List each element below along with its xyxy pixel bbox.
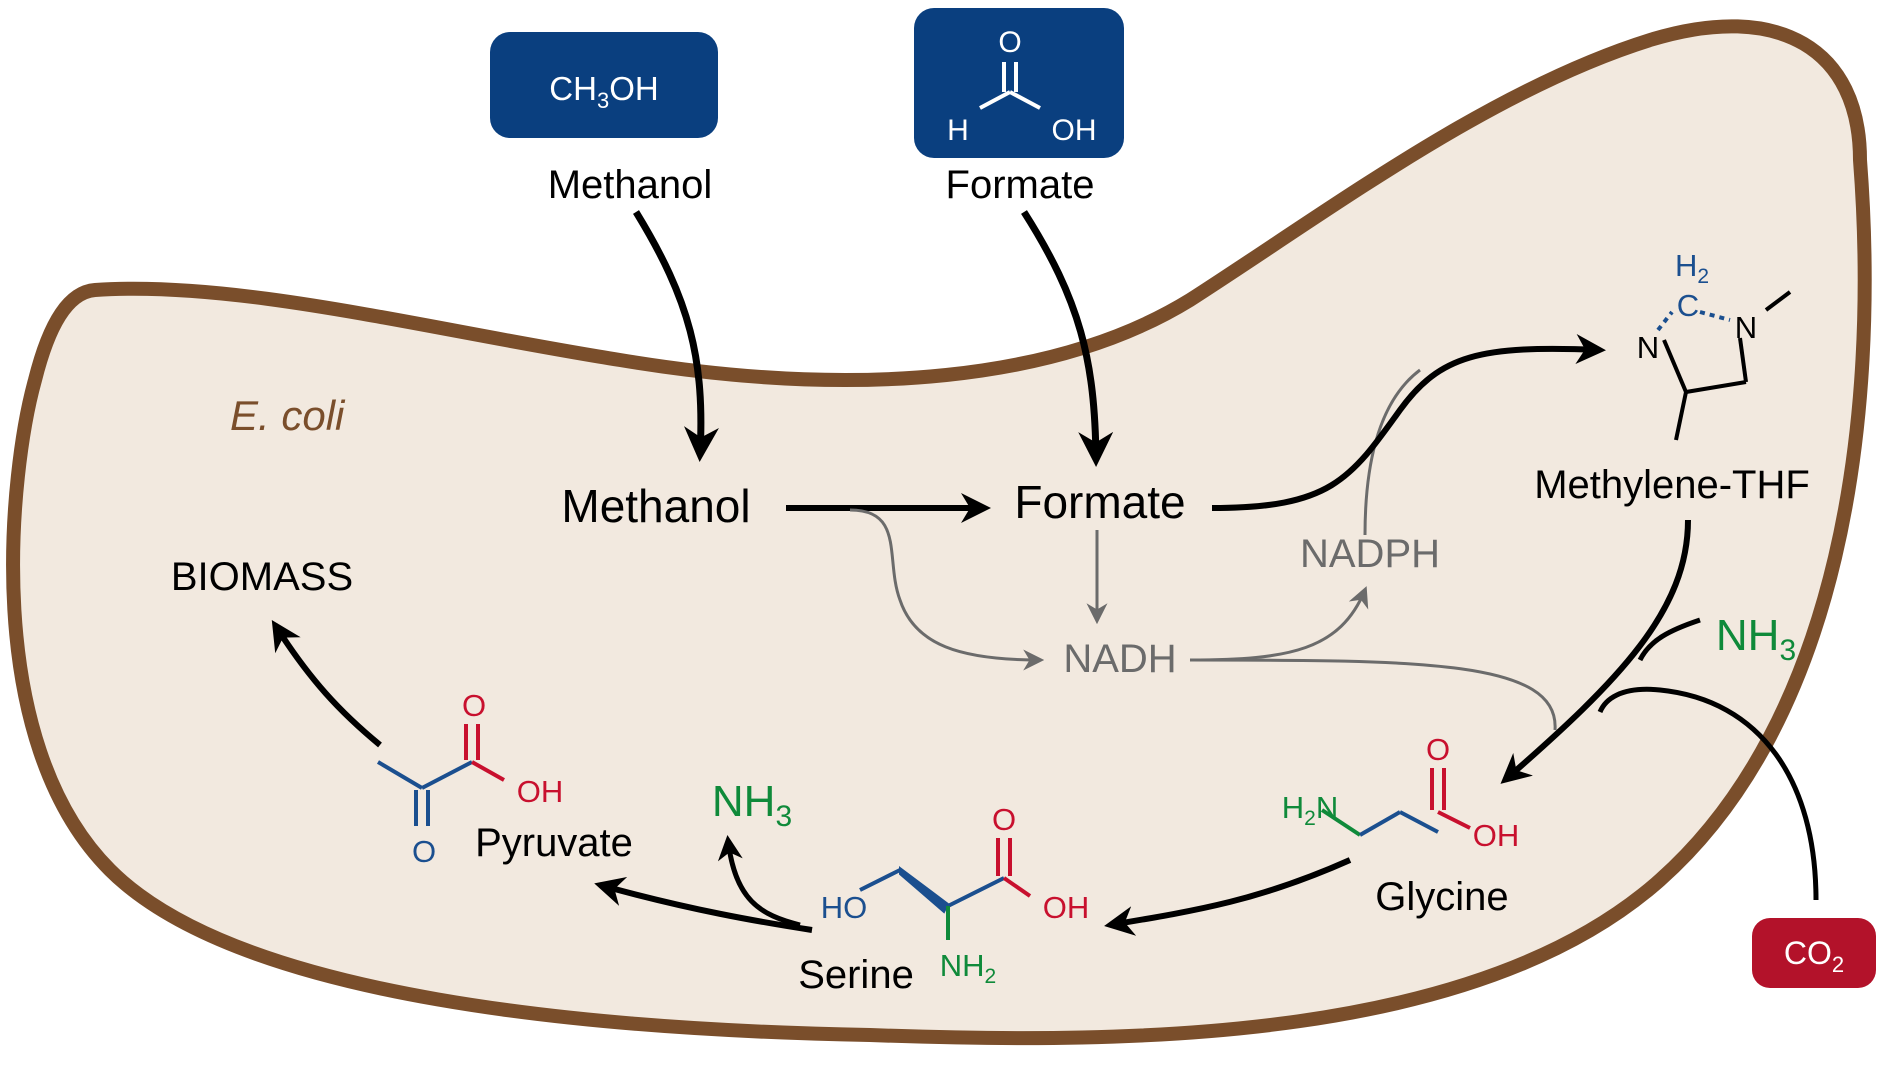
formate-atom-oh: OH xyxy=(1052,114,1097,147)
pyruvate-o-top: O xyxy=(462,688,486,723)
pyruvate-oh: OH xyxy=(517,774,564,809)
formate-formula-box xyxy=(914,8,1124,158)
glycine-to-serine-arrow xyxy=(1104,857,1352,936)
nadph-node: NADPH xyxy=(1300,532,1440,576)
serine-o: O xyxy=(992,802,1016,837)
co2-label: CO2 xyxy=(1784,935,1844,977)
glycine-structure xyxy=(1320,768,1471,837)
formate-atom-h: H xyxy=(947,114,969,147)
thf-carbon: C xyxy=(1677,288,1699,323)
serine-to-pyruvate-arrow xyxy=(594,876,813,933)
pyruvate-to-biomass-arrow xyxy=(271,619,382,748)
nh3-release-arrow xyxy=(717,835,801,928)
serine-ho: HO xyxy=(821,890,868,925)
formate-atom-o: O xyxy=(998,26,1021,59)
nadh-node: NADH xyxy=(1063,637,1176,681)
co2-box xyxy=(1752,918,1876,988)
pyruvate-node: Pyruvate xyxy=(475,821,633,865)
serine-oh: OH xyxy=(1043,890,1090,925)
pyruvate-o-bottom: O xyxy=(412,834,436,869)
formate-feed-label: Formate xyxy=(946,163,1095,207)
serine-node: Serine xyxy=(798,953,914,997)
nh3-input-label: NH3 xyxy=(1716,611,1796,667)
cell-membrane xyxy=(6,19,1872,1046)
glycine-node: Glycine xyxy=(1375,875,1508,919)
co2-input-curve xyxy=(1597,686,1819,901)
thf-n-right: N xyxy=(1735,310,1757,345)
thf-h2: H2 xyxy=(1675,248,1709,288)
organism-label: E. coli xyxy=(230,392,346,439)
methanol-formula: CH3OH xyxy=(549,70,658,113)
thf-to-glycine-arrow xyxy=(1500,519,1691,784)
serine-nh2: NH2 xyxy=(940,948,996,988)
nadph-to-thf-branch xyxy=(1363,368,1421,536)
thf-structure xyxy=(1656,290,1792,441)
methanol-feed-label: Methanol xyxy=(548,163,713,207)
glycine-o: O xyxy=(1426,732,1450,767)
formate-to-thf-arrow xyxy=(1211,334,1606,511)
thf-n-left: N xyxy=(1637,330,1659,365)
methanol-formula-box xyxy=(490,32,718,138)
biomass-node: BIOMASS xyxy=(171,555,353,599)
nh3-release-label: NH3 xyxy=(712,777,792,833)
formate-uptake-arrow xyxy=(1021,210,1114,467)
methanol-nadh-branch xyxy=(849,508,1045,671)
methylene-thf-node: Methylene-THF xyxy=(1534,463,1810,507)
pyruvate-structure xyxy=(376,724,505,826)
serine-structure xyxy=(859,838,1032,940)
methanol-uptake-arrow xyxy=(633,210,719,462)
glycine-oh: OH xyxy=(1473,818,1520,853)
nh3-input-curve xyxy=(1637,617,1701,662)
glycine-h2n: H2N xyxy=(1282,790,1338,830)
formate-node: Formate xyxy=(1014,476,1185,528)
nadh-to-glycine-branch xyxy=(1189,658,1557,731)
formate-structure xyxy=(979,62,1041,110)
methanol-node: Methanol xyxy=(561,480,750,532)
